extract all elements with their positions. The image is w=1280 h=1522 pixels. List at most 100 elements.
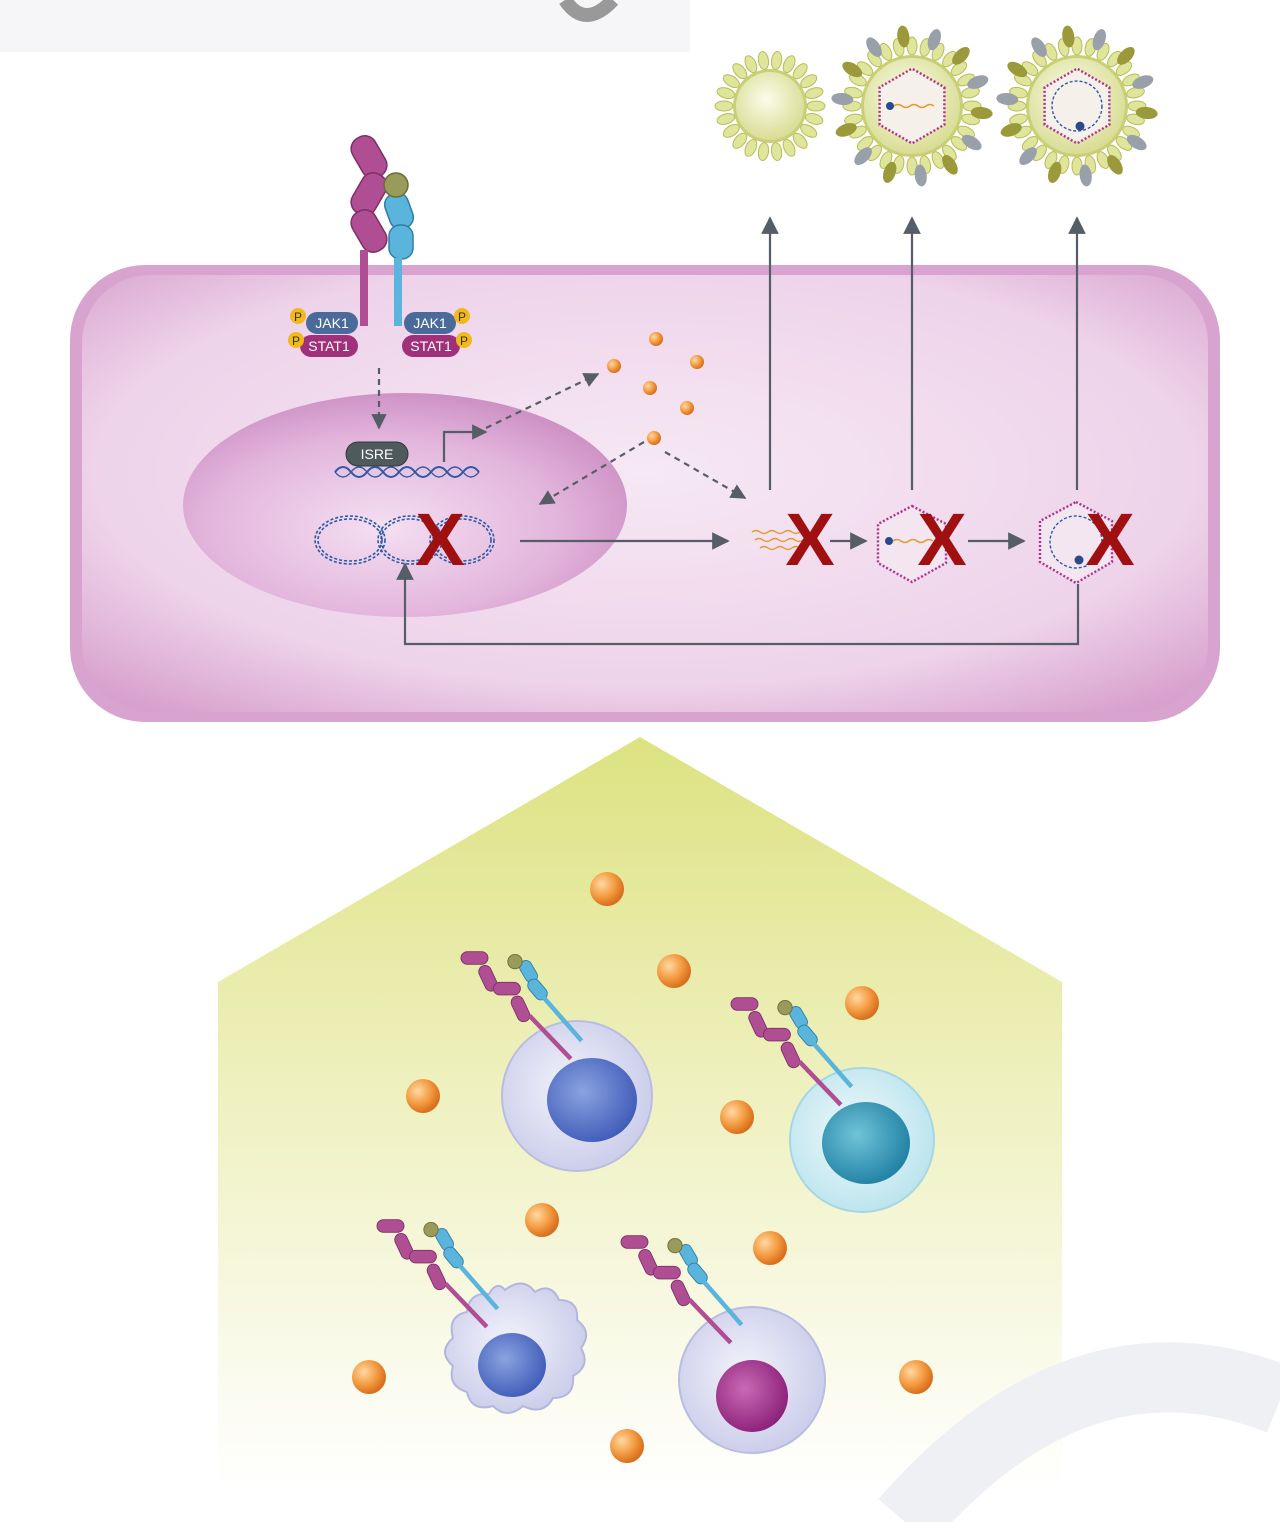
surface-protein [1048,161,1062,183]
surface-protein [952,46,970,65]
pgrna-icon [751,529,804,551]
surface-protein [927,29,941,51]
phospho-label: P [460,334,468,348]
lipid-head [744,138,758,157]
jak-stat-right: JAK1 STAT1 P P [402,308,472,357]
surface-protein [961,134,982,151]
virion-icon [996,25,1158,187]
top-band [0,0,690,52]
polymerase [886,102,894,110]
background-arc [878,1342,1280,1522]
receptor-stalk [702,1280,744,1327]
surface-protein [854,147,872,166]
interferon-icon [607,332,704,445]
cropped-glyph [559,0,619,22]
lipid-head [770,142,783,161]
surface-protein [1062,25,1075,48]
dna-genome [1051,80,1103,132]
receptor-icon [620,1235,744,1345]
receptor-1-stalk [360,250,368,326]
immune-cell-icon [678,1306,826,1454]
cccdna-icon [314,515,495,565]
lipid-head [716,87,736,99]
lipid-head [806,100,826,112]
lipid-head [782,138,796,157]
feedback-arrow [538,441,645,505]
receptor-domain [492,981,521,996]
block-mark: X [785,498,834,581]
dna-icon [334,466,480,478]
surface-protein [914,164,927,187]
surface-protein [1107,155,1123,175]
lipid-head [732,132,748,149]
receptor-stalk [458,1264,500,1311]
lipid-head [732,63,748,80]
lipid-head [792,132,808,149]
ligand [667,1237,683,1254]
receptor-stalk [687,1298,733,1345]
isre-label: ISRE [361,446,394,462]
capsid-icon [1038,500,1114,585]
block-mark: X [415,498,464,581]
transcription-arrow [442,424,488,462]
jak1-right-label: JAK1 [413,315,447,331]
surface-protein [1019,147,1037,166]
lipid-head [804,87,824,99]
block-mark: X [1085,498,1134,581]
phospho-label: P [292,334,300,348]
lipid-head [804,113,824,125]
lipid-head [722,74,740,89]
interferon-icon [352,872,933,1463]
receptor-stalk [812,1042,854,1089]
receptor-icon [376,1219,500,1329]
lipid-head [716,113,736,125]
receptor-domain [510,995,531,1023]
lipid-head [714,100,734,112]
receptor-icon [460,951,584,1061]
receptor-domain [780,1041,801,1069]
recycling-arrow [396,562,1080,646]
surface-protein [897,25,910,48]
surface-protein [1117,46,1135,65]
ligand [777,999,793,1016]
rna-genome [893,103,935,109]
lipid-head [757,142,770,161]
receptor-stalk [443,1282,489,1329]
lipid-head [757,51,770,70]
receptor-domain [670,1279,691,1307]
nucleus [183,393,627,617]
lipid-head [770,51,783,70]
lipid-head [800,123,818,138]
surface-protein [831,92,854,106]
surface-protein [1135,106,1158,120]
surface-protein [1092,29,1106,51]
capsid-shell [878,67,946,145]
virion-icon [831,25,993,187]
surface-protein [842,61,863,78]
ligand [383,172,409,198]
jak-stat-left: JAK1 STAT1 P P [288,308,358,357]
receptor-icon [350,135,415,326]
receptor-stalk [797,1060,843,1107]
surface-protein [883,161,897,183]
surface-protein [967,75,989,89]
stat1-left-label: STAT1 [308,338,350,354]
receptor-domain [652,1265,681,1280]
ligand [423,1221,439,1238]
surface-protein [1031,37,1047,57]
receptor-stalk [527,1014,573,1061]
lipid-head [792,63,808,80]
block-mark: X [917,498,966,581]
ligand [507,953,523,970]
surface-protein [1000,123,1022,137]
receptor-icon [730,997,854,1107]
jak1-left-label: JAK1 [315,315,349,331]
immune-cell-icon [444,1282,588,1414]
surface-protein [1007,61,1028,78]
isre-element: ISRE [334,441,480,478]
virion-icon [714,51,826,161]
lipid-head [722,123,740,138]
lipid-head [800,74,818,89]
secretion-arrow [485,373,600,429]
receptor-domain [762,1027,791,1042]
